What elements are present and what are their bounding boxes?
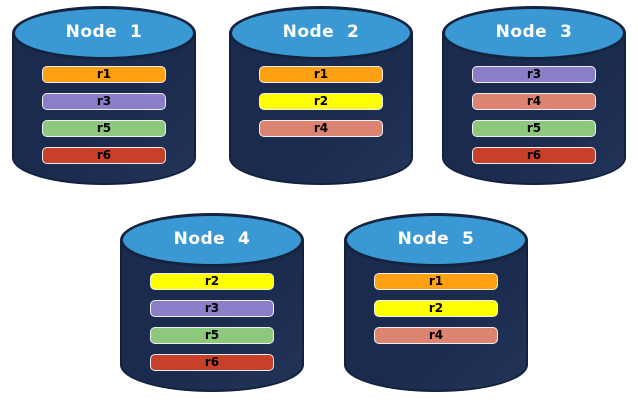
replica-list: r2 r3 r5 r6 [150, 273, 274, 371]
replica-bar-r1: r1 [259, 66, 383, 83]
replica-bar-r6: r6 [150, 354, 274, 371]
replica-bar-r4: r4 [374, 327, 498, 344]
cylinder-top [12, 6, 196, 60]
replica-bar-r1: r1 [42, 66, 166, 83]
cylinder-top [229, 6, 413, 60]
replica-bar-r5: r5 [42, 120, 166, 137]
node-title: Node 2 [282, 22, 360, 42]
node-5: Node 5 r1 r2 r4 [343, 212, 529, 393]
node-title: Node 4 [173, 229, 251, 249]
node-1: Node 1 r1 r3 r5 r6 [11, 5, 197, 186]
cylinder-top [344, 213, 528, 267]
replica-bar-r3: r3 [42, 93, 166, 110]
replica-list: r1 r2 r4 [259, 66, 383, 137]
replica-bar-r2: r2 [150, 273, 274, 290]
replica-bar-r2: r2 [259, 93, 383, 110]
node-2: Node 2 r1 r2 r4 [228, 5, 414, 186]
replica-bar-r3: r3 [472, 66, 596, 83]
replica-bar-r4: r4 [259, 120, 383, 137]
node-4: Node 4 r2 r3 r5 r6 [119, 212, 305, 393]
replica-bar-r6: r6 [42, 147, 166, 164]
replica-bar-r5: r5 [150, 327, 274, 344]
replica-bar-r6: r6 [472, 147, 596, 164]
replica-list: r1 r2 r4 [374, 273, 498, 344]
cylinder-top [120, 213, 304, 267]
replica-list: r3 r4 r5 r6 [472, 66, 596, 164]
replica-bar-r1: r1 [374, 273, 498, 290]
cylinder-top [442, 6, 626, 60]
replica-list: r1 r3 r5 r6 [42, 66, 166, 164]
replica-bar-r5: r5 [472, 120, 596, 137]
replica-bar-r3: r3 [150, 300, 274, 317]
replica-bar-r2: r2 [374, 300, 498, 317]
node-title: Node 5 [397, 229, 475, 249]
node-title: Node 3 [495, 22, 573, 42]
node-3: Node 3 r3 r4 r5 r6 [441, 5, 627, 186]
replica-bar-r4: r4 [472, 93, 596, 110]
node-title: Node 1 [65, 22, 143, 42]
